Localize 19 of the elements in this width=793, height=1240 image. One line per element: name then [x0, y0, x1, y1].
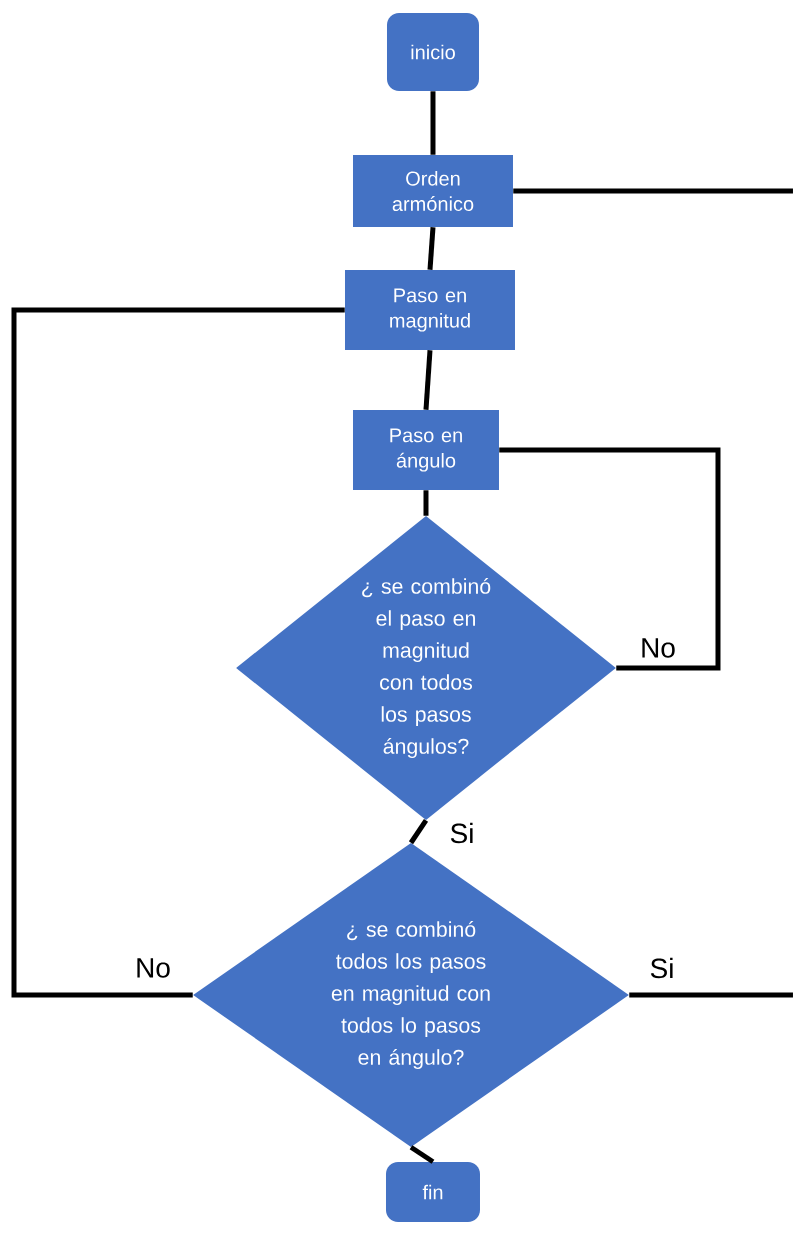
- process-box: Orden armónico: [353, 155, 513, 227]
- terminal-box: fin: [386, 1162, 480, 1222]
- process-box: Paso en ángulo: [353, 410, 499, 490]
- edge-label: No: [638, 636, 678, 660]
- connector-line: [423, 350, 433, 410]
- connector-line: [629, 992, 793, 998]
- connector-line: [423, 490, 429, 516]
- connector-line: [513, 188, 793, 194]
- edge-label: Si: [648, 956, 676, 980]
- edge-label: Si: [448, 821, 476, 845]
- connector-line: [427, 227, 436, 270]
- process-box: Paso en magnitud: [345, 270, 515, 350]
- connector-line: [499, 447, 721, 671]
- connector-line: [430, 91, 436, 155]
- connector-line: [11, 307, 345, 998]
- terminal-box: inicio: [387, 13, 479, 91]
- connector-line: [409, 1145, 435, 1164]
- connector-line: [408, 818, 429, 845]
- edge-label: No: [133, 956, 173, 980]
